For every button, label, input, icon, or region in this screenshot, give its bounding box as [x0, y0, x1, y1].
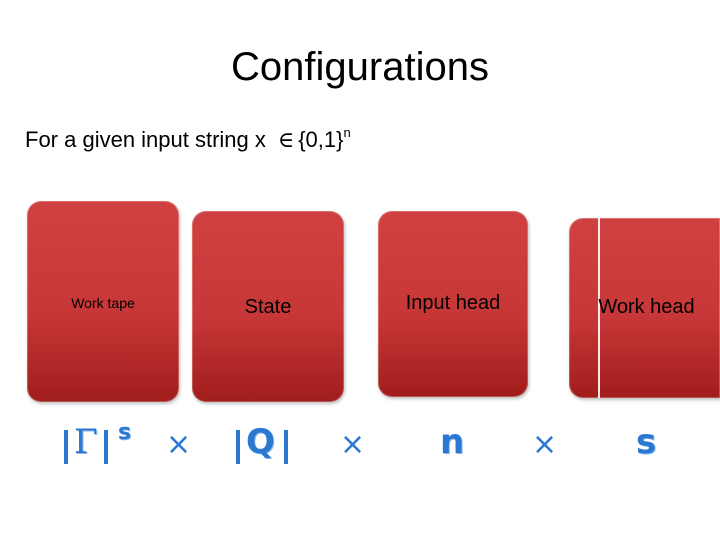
work-tape-box: Work tape	[27, 201, 179, 402]
q-symbol: Q	[246, 422, 275, 462]
state-label: State	[244, 296, 292, 318]
times-sign-1: ×	[166, 427, 192, 462]
s-term: s	[636, 420, 666, 470]
subtitle-text: For a given input string x	[25, 127, 266, 152]
binary-set: {0,1}	[298, 127, 344, 152]
work-head-divider	[598, 218, 600, 398]
abs-bar-left	[236, 430, 240, 464]
abs-bar-right	[104, 430, 108, 464]
state-box: State	[192, 211, 344, 402]
s-symbol: s	[636, 422, 657, 462]
times-sign-2: ×	[340, 427, 366, 462]
subtitle: For a given input string x ∈{0,1}n	[25, 118, 351, 156]
times-sign-3: ×	[532, 427, 558, 462]
work-tape-label: Work tape	[71, 295, 135, 311]
set-exponent: n	[343, 125, 351, 140]
q-term: Q	[236, 420, 296, 470]
gamma-term: Γ s	[64, 420, 144, 470]
n-term: n	[440, 420, 470, 470]
gamma-exponent: s	[118, 420, 132, 445]
input-head-box: Input head	[378, 211, 528, 397]
slide-title: Configurations	[231, 45, 489, 89]
abs-bar-left	[64, 430, 68, 464]
work-head-label: Work head	[598, 296, 695, 318]
work-head-box: Work head	[569, 218, 720, 398]
abs-bar-right	[284, 430, 288, 464]
input-head-label: Input head	[405, 292, 501, 314]
element-of-symbol: ∈	[277, 128, 295, 153]
n-symbol: n	[440, 422, 465, 462]
gamma-symbol: Γ	[74, 422, 98, 462]
